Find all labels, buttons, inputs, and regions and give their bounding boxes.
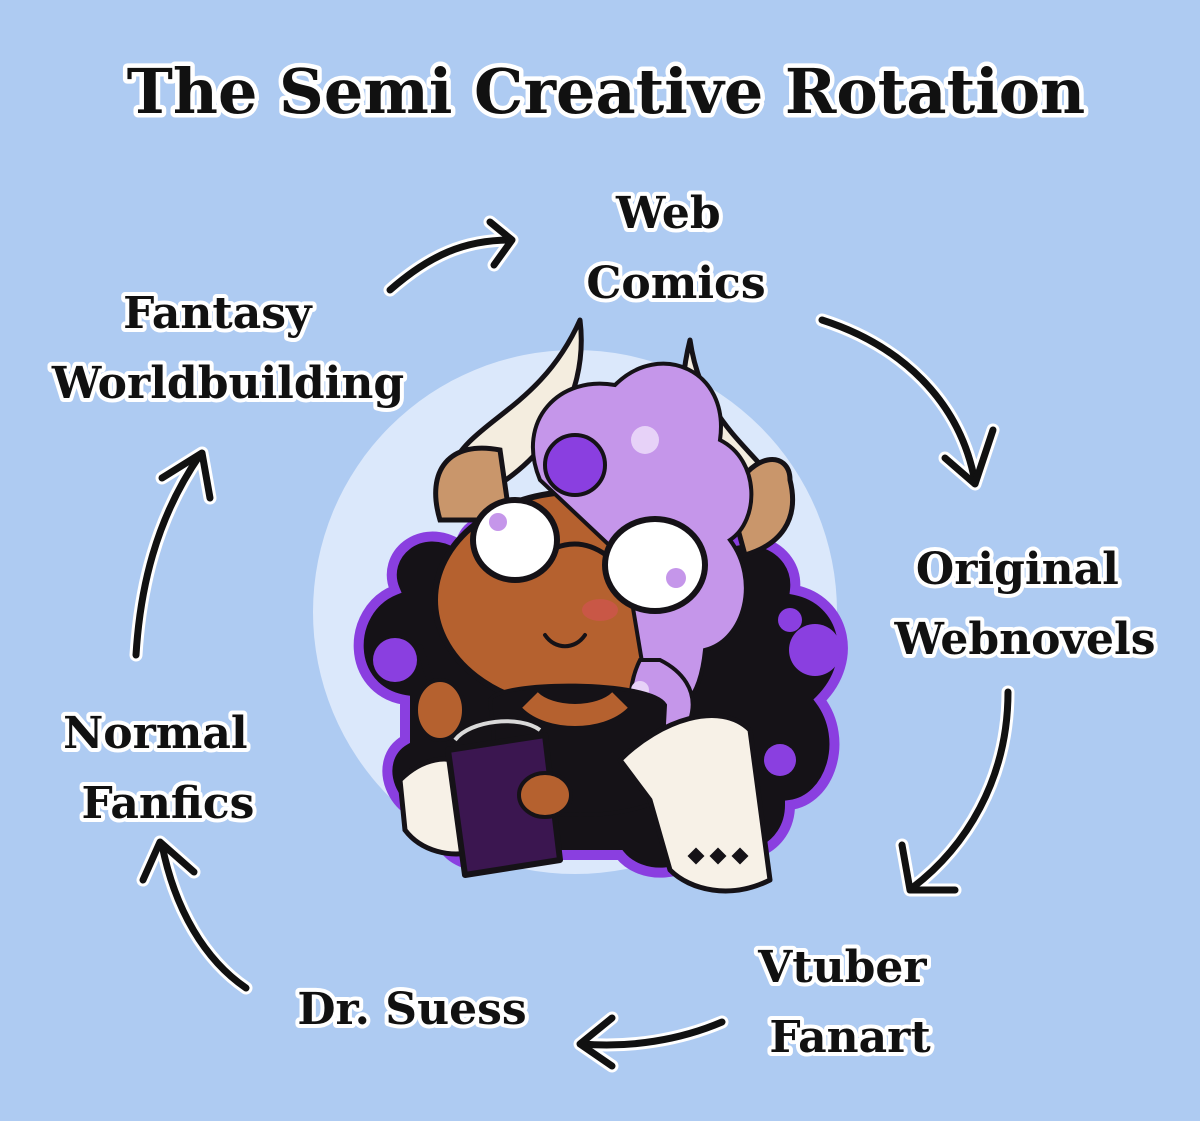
arrow-normal-fanfics-to-fantasy [129,446,217,662]
smile-icon [543,633,587,649]
arrow-fantasy-to-web-comics [383,215,519,297]
cycle-nodes: Web Comics Original Webnovels Vtuber Fan… [47,184,1160,1067]
arrow-webnovels-to-vtuber [895,685,1015,897]
diagram-title: The Semi Creative Rotation [127,55,1085,128]
horned-artist-character-icon [313,317,848,894]
arrow-web-comics-to-webnovels [815,313,1000,491]
left-ear-icon [433,445,513,523]
node-original-webnovels: Original Webnovels [894,544,1156,665]
node-vtuber-fanart: Vtuber Fanart [757,942,942,1063]
node-fantasy-worldbuilding: Fantasy Worldbuilding [51,288,404,409]
node-dr-suess: Dr. Suess [297,984,526,1035]
node-normal-fanfics: Normal Fanfics [63,708,263,829]
node-web-comics: Web Comics [586,188,765,309]
sleeve-icon [617,713,773,894]
arrow-dr-suess-to-normal-fanfics [136,835,253,995]
notebook-icon [445,732,563,878]
glasses-icon [470,497,708,614]
cycle-arrows [129,215,1015,1073]
blush-icon [582,599,618,621]
arrow-vtuber-to-dr-suess [573,1011,729,1073]
